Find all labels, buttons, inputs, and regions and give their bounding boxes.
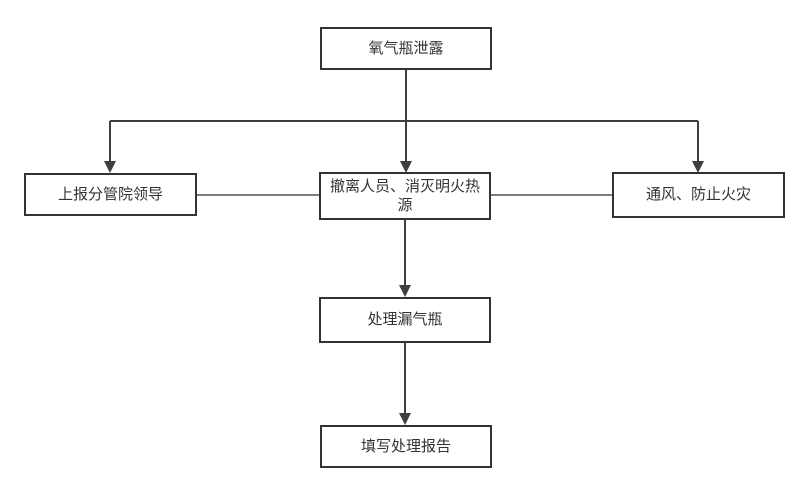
node-handle-leaking-cylinder: 处理漏气瓶 [319, 297, 491, 343]
arrow-down-icon [399, 413, 411, 425]
arrow-down-icon [104, 161, 116, 173]
node-label: 通风、防止火灾 [645, 186, 751, 204]
arrow-down-icon [399, 285, 411, 297]
node-label: 填写处理报告 [360, 437, 451, 455]
node-ventilate-prevent-fire: 通风、防止火灾 [612, 172, 785, 218]
node-fill-report: 填写处理报告 [320, 425, 492, 468]
node-label: 上报分管院领导 [57, 185, 163, 203]
arrow-down-icon [692, 161, 704, 173]
node-label: 处理漏气瓶 [367, 311, 443, 329]
node-evacuate-eliminate-flames: 撤离人员、消灭明火热源 [319, 172, 491, 220]
arrow-down-icon [400, 161, 412, 173]
node-report-to-leader: 上报分管院领导 [24, 173, 197, 216]
node-label: 撤离人员、消灭明火热源 [329, 177, 480, 215]
node-label: 氧气瓶泄露 [368, 39, 444, 57]
node-oxygen-cylinder-leak: 氧气瓶泄露 [320, 27, 492, 70]
